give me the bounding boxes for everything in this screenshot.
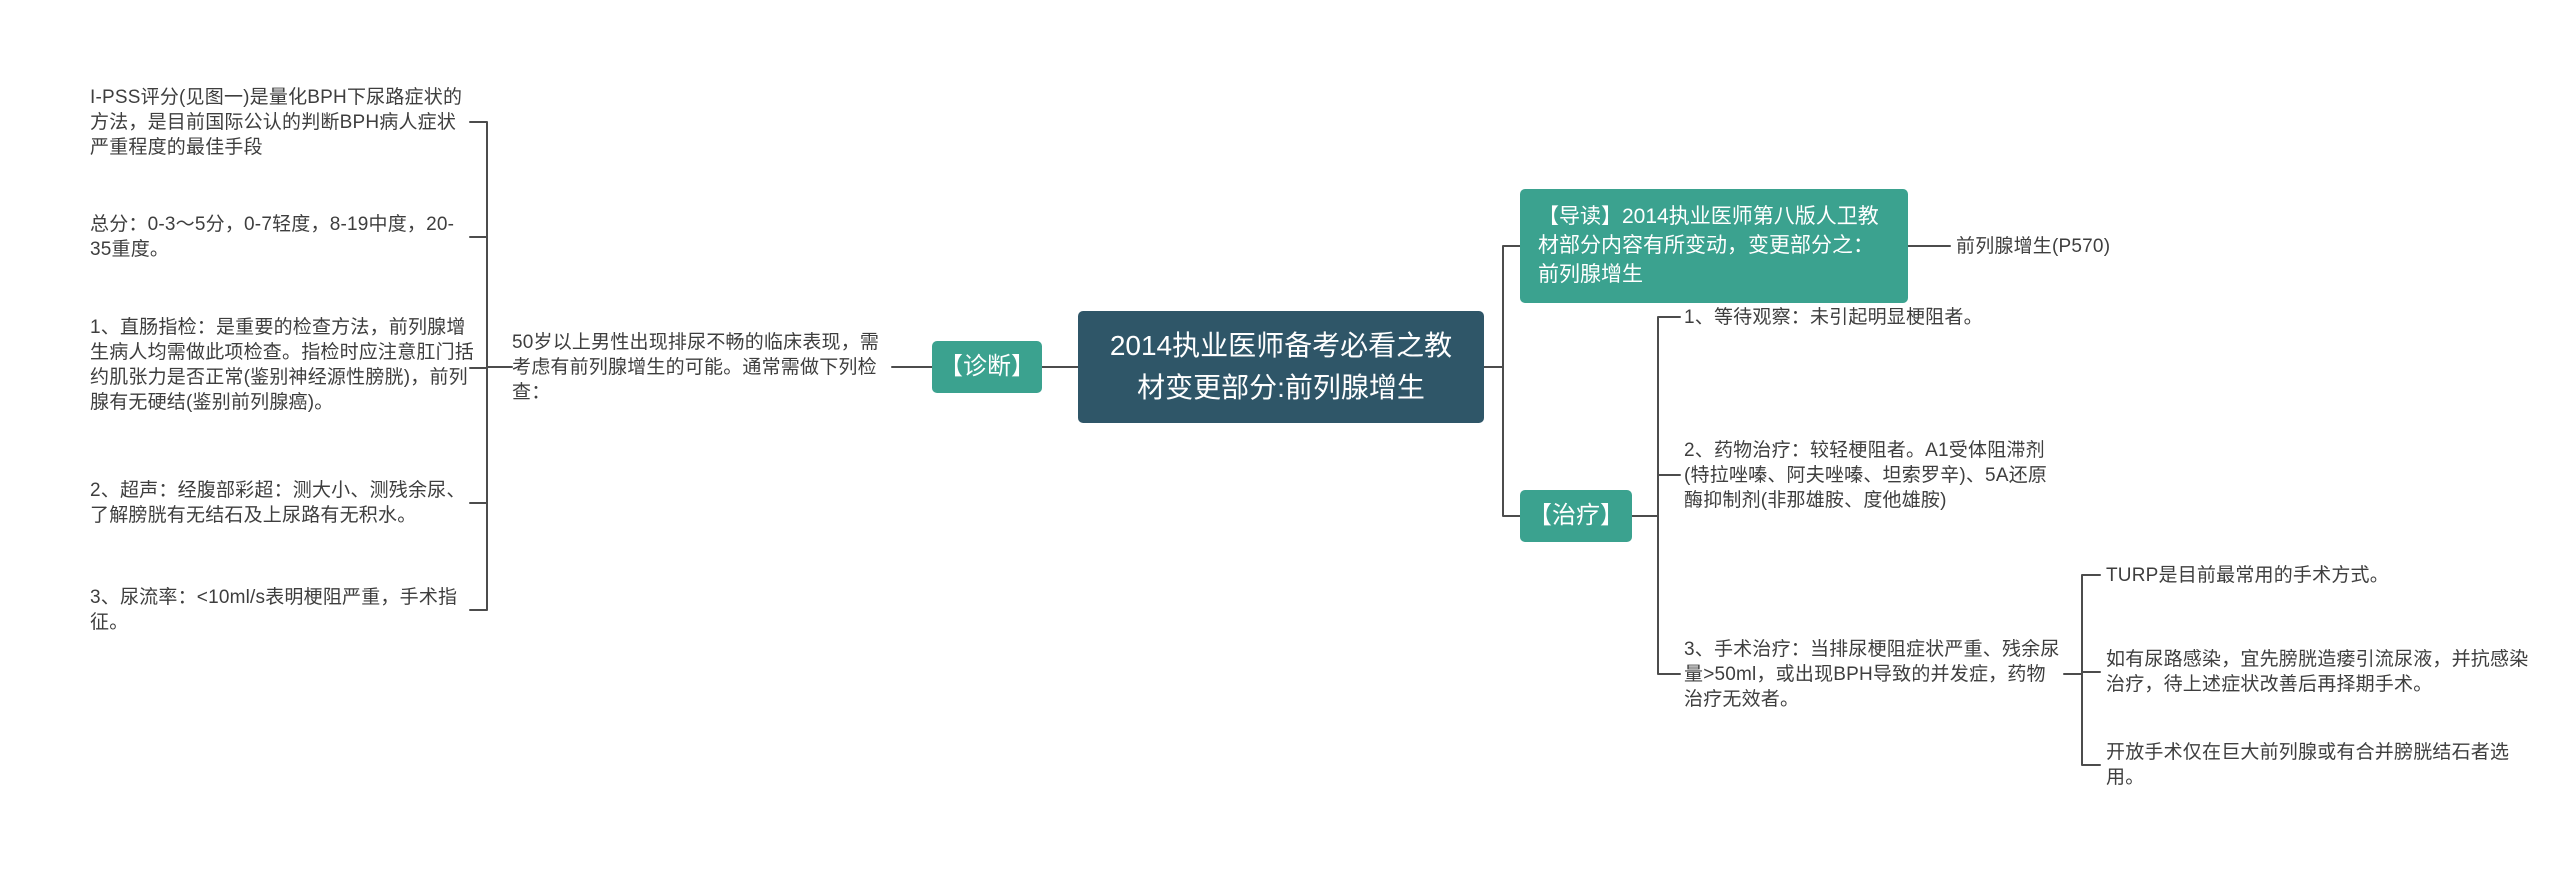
intro-node: 【导读】2014执业医师第八版人卫教材部分内容有所变动，变更部分之：前列腺增生 (1520, 189, 1908, 303)
treatment-option-medication: 2、药物治疗：较轻梗阻者。A1受体阻滞剂(特拉唑嗪、阿夫唑嗪、坦索罗辛)、5A还… (1684, 440, 2048, 511)
treatment-node: 【治疗】 (1520, 490, 1632, 542)
note-total-score: 总分：0-3～5分，0-7轻度，8-19中度，20-35重度。 (90, 214, 455, 260)
treatment-bracket-line (1631, 316, 1681, 675)
center-to-treatment-line (1483, 366, 1521, 517)
note-ipss-score: I-PSS评分(见图一)是量化BPH下尿路症状的方法，是目前国际公认的判断BPH… (90, 87, 463, 158)
diagnosis-bracket-line (469, 121, 513, 611)
treatment-option-surgery: 3、手术治疗：当排尿梗阻症状严重、残余尿量>50ml，或出现BPH导致的并发症，… (1684, 639, 2060, 710)
surgery-note-turp: TURP是目前最常用的手术方式。 (2106, 565, 2389, 586)
surgery-bracket-line (2063, 574, 2101, 766)
surgery-note-infection: 如有尿路感染，宜先膀胱造瘘引流尿液，并抗感染治疗，待上述症状改善后再择期手术。 (2106, 649, 2529, 695)
central-topic-node: 2014执业医师备考必看之教材变更部分:前列腺增生 (1078, 311, 1484, 423)
diagnosis-summary: 50岁以上男性出现排尿不畅的临床表现，需考虑有前列腺增生的可能。通常需做下列检查… (512, 332, 880, 403)
surgery-note-open: 开放手术仅在巨大前列腺或有合并膀胱结石者选用。 (2106, 742, 2510, 788)
note-uroflowmetry: 3、尿流率：<10ml/s表明梗阻严重，手术指征。 (90, 587, 458, 633)
diagnosis-node: 【诊断】 (932, 341, 1042, 393)
center-to-intro-line (1483, 245, 1521, 368)
intro-page-reference: 前列腺增生(P570) (1956, 236, 2111, 257)
note-rectal-exam: 1、直肠指检：是重要的检查方法，前列腺增生病人均需做此项检查。指检时应注意肛门括… (90, 317, 475, 413)
treatment-option-observation: 1、等待观察：未引起明显梗阻者。 (1684, 307, 1983, 328)
note-ultrasound: 2、超声：经腹部彩超：测大小、测残余尿、了解膀胱有无结石及上尿路有无积水。 (90, 480, 466, 526)
